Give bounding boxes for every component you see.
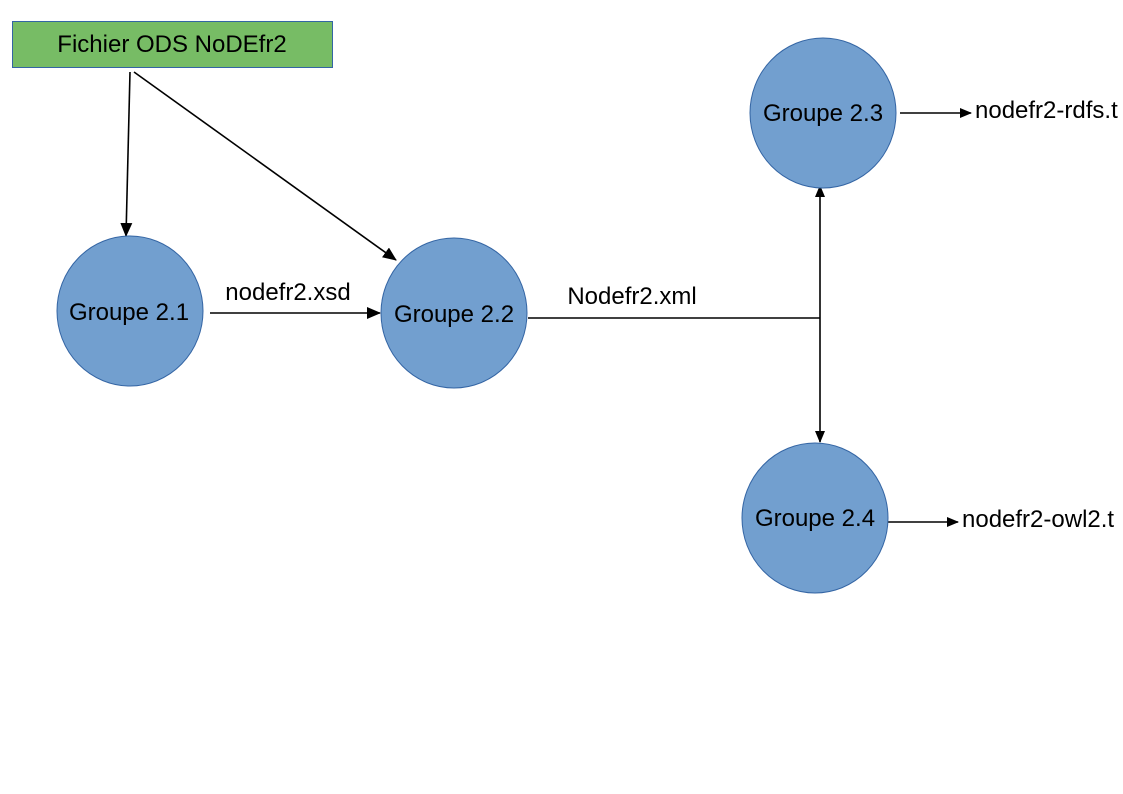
group-2-3-node	[749, 37, 897, 189]
edge-label-xsd: nodefr2.xsd	[225, 279, 350, 306]
output-label-owl2: nodefr2-owl2.t	[962, 506, 1114, 533]
group-2-2-node	[380, 237, 528, 389]
group-2-3-label: Groupe 2.3	[763, 100, 883, 127]
source-node-box	[12, 21, 333, 68]
group-2-4-label: Groupe 2.4	[755, 505, 875, 532]
group-2-4-node	[741, 442, 889, 594]
group-2-2-label: Groupe 2.2	[394, 301, 514, 328]
edge-label-xml: Nodefr2.xml	[567, 283, 696, 310]
edge-source-to-group-2-1	[120, 71, 133, 237]
source-node-label: Fichier ODS NoDEfr2	[57, 31, 286, 58]
group-2-1-node	[56, 235, 204, 387]
output-label-rdfs: nodefr2-rdfs.t	[975, 97, 1118, 124]
edge-source-to-group-2-2	[133, 71, 397, 261]
group-2-1-label: Groupe 2.1	[69, 299, 189, 326]
